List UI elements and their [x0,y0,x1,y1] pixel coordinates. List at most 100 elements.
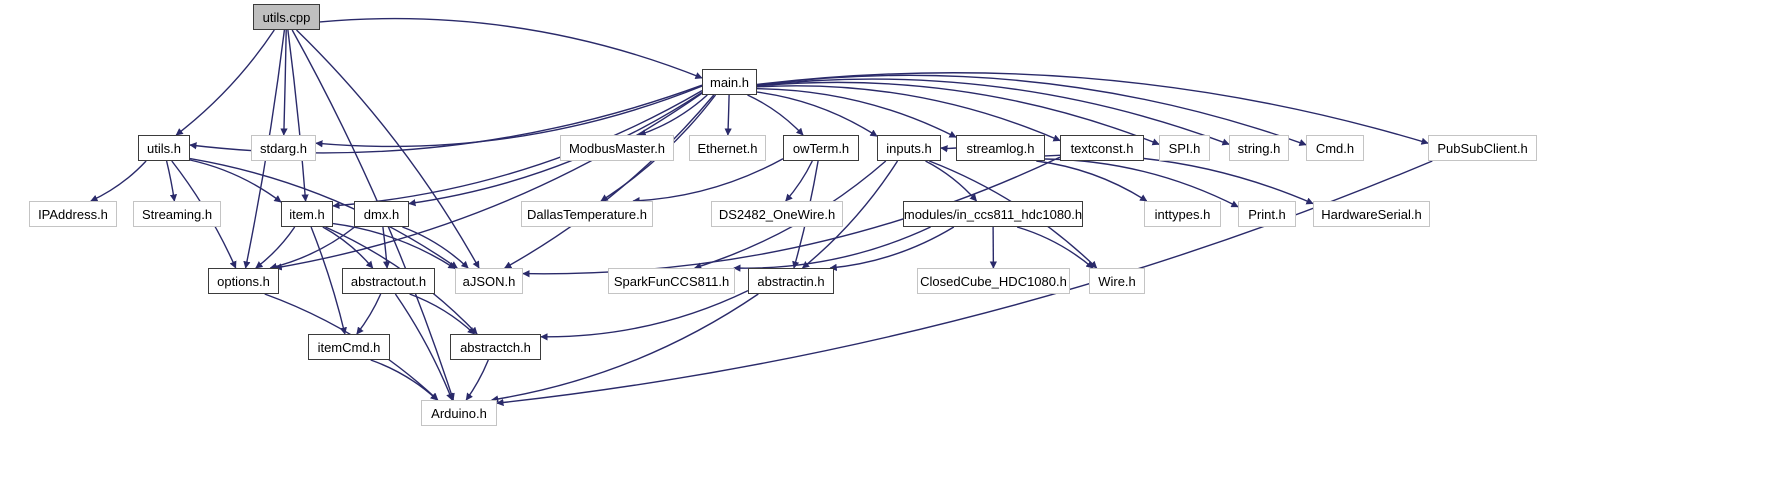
node-label: aJSON.h [462,273,516,289]
edge-utils-cpp-to-stdarg-h [280,29,288,136]
node-ethernet-h[interactable]: Ethernet.h [689,135,766,161]
node-label: SparkFunCCS811.h [613,273,730,289]
edge-itemcmd-h-to-arduino-h [370,359,438,401]
node-label: Arduino.h [431,405,487,421]
node-itemcmd-h[interactable]: itemCmd.h [308,334,390,360]
edge-streamlog-h-to-hardwareserial-h [1044,154,1314,205]
edge-utils-h-to-item-h [189,159,282,203]
node-utils-cpp[interactable]: utils.cpp [253,4,320,30]
node-inttypes-h[interactable]: inttypes.h [1144,201,1221,227]
edge-utils-cpp-to-main-h [319,17,703,79]
edge-utils-cpp-to-item-h [287,29,309,202]
node-label: Ethernet.h [697,140,758,156]
node-arduino-h[interactable]: Arduino.h [421,400,497,426]
node-ipaddress-h[interactable]: IPAddress.h [29,201,117,227]
edge-main-h-to-item-h [332,89,703,210]
node-label: abstractout.h [350,273,427,289]
node-label: HardwareSerial.h [1321,206,1422,222]
edge-modules-in-ccs811-h-to-sparkfunccs811-h [733,226,931,272]
node-main-h[interactable]: main.h [702,69,757,95]
edge-modules-in-ccs811-h-to-wire-h [1016,226,1094,269]
node-label: Cmd.h [1315,140,1355,156]
node-streaming-h[interactable]: Streaming.h [133,201,221,227]
node-label: owTerm.h [792,140,850,156]
edge-modules-in-ccs811-h-to-abstractin-h [829,226,955,271]
node-abstractin-h[interactable]: abstractin.h [748,268,834,294]
edge-main-h-to-ajson-h [504,94,715,269]
node-ds2482-onewire-h[interactable]: DS2482_OneWire.h [711,201,843,227]
node-label: textconst.h [1070,140,1134,156]
node-abstractout-h[interactable]: abstractout.h [342,268,435,294]
node-wire-h[interactable]: Wire.h [1089,268,1145,294]
edge-streamlog-h-to-print-h [1044,158,1239,208]
node-textconst-h[interactable]: textconst.h [1060,135,1144,161]
edge-main-h-to-spi-h [756,81,1160,146]
node-streamlog-h[interactable]: streamlog.h [956,135,1045,161]
edge-utils-h-to-ipaddress-h [90,160,147,202]
node-label: stdarg.h [260,140,307,156]
node-dmx-h[interactable]: dmx.h [354,201,409,227]
node-utils-h[interactable]: utils.h [138,135,190,161]
edge-item-h-to-abstractout-h [322,226,374,269]
edge-main-h-to-owterm-h [747,94,804,136]
node-label: Streaming.h [141,206,213,222]
node-label: abstractin.h [757,273,825,289]
edge-item-h-to-itemcmd-h [310,226,347,335]
node-inputs-h[interactable]: inputs.h [877,135,941,161]
node-stdarg-h[interactable]: stdarg.h [251,135,316,161]
edge-utils-cpp-to-utils-h [175,29,275,136]
edge-abstractch-h-to-arduino-h [465,359,489,401]
edge-abstractin-h-to-abstractch-h [540,289,749,341]
edge-abstractout-h-to-itemcmd-h [356,293,382,335]
edge-main-h-to-dmx-h [408,91,703,207]
node-label: Wire.h [1098,273,1136,289]
node-ajson-h[interactable]: aJSON.h [455,268,523,294]
edge-main-h-to-streamlog-h [756,88,957,138]
node-label: abstractch.h [460,339,531,355]
edge-abstractin-h-to-arduino-h [490,293,759,403]
node-label: itemCmd.h [317,339,381,355]
edge-pubsubclient-h-to-arduino-h [496,160,1433,407]
node-label: streamlog.h [966,140,1035,156]
node-label: inputs.h [886,140,932,156]
node-modbusmaster-h[interactable]: ModbusMaster.h [560,135,674,161]
edge-main-h-to-ethernet-h [724,94,732,136]
edge-abstractout-h-to-abstractch-h [409,293,475,335]
node-sparkfunccs811-h[interactable]: SparkFunCCS811.h [608,268,735,294]
node-label: DallasTemperature.h [527,206,647,222]
edge-abstractout-h-to-arduino-h [394,293,454,401]
node-label: PubSubClient.h [1437,140,1528,156]
node-pubsubclient-h[interactable]: PubSubClient.h [1428,135,1537,161]
node-hardwareserial-h[interactable]: HardwareSerial.h [1313,201,1430,227]
node-modules-in-ccs811-h[interactable]: modules/in_ccs811_hdc1080.h [903,201,1083,227]
node-label: string.h [1237,140,1281,156]
node-label: IPAddress.h [38,206,108,222]
edge-utils-h-to-streaming-h [165,160,178,202]
edge-main-h-to-textconst-h [756,85,1061,142]
node-string-h[interactable]: string.h [1229,135,1289,161]
node-label: utils.h [147,140,181,156]
node-label: item.h [289,206,325,222]
node-print-h[interactable]: Print.h [1238,201,1296,227]
node-abstractch-h[interactable]: abstractch.h [450,334,541,360]
edge-dmx-h-to-abstractout-h [382,226,391,269]
node-label: main.h [709,74,750,90]
edge-streamlog-h-to-inttypes-h [1036,160,1148,202]
node-label: inttypes.h [1154,206,1211,222]
node-label: Print.h [1248,206,1286,222]
node-closedcube-hdc1080-h[interactable]: ClosedCube_HDC1080.h [917,268,1070,294]
node-spi-h[interactable]: SPI.h [1159,135,1210,161]
edge-textconst-h-to-ajson-h [522,156,1061,278]
node-cmd-h[interactable]: Cmd.h [1306,135,1364,161]
edge-dmx-h-to-ajson-h [402,226,469,269]
node-label: ClosedCube_HDC1080.h [920,273,1067,289]
node-item-h[interactable]: item.h [281,201,333,227]
edge-inputs-h-to-abstractin-h [801,160,899,269]
node-owterm-h[interactable]: owTerm.h [783,135,859,161]
edge-dmx-h-to-options-h [269,226,356,270]
node-dallastemperature-h[interactable]: DallasTemperature.h [521,201,653,227]
node-label: dmx.h [363,206,400,222]
edge-item-h-to-options-h [255,226,296,269]
node-options-h[interactable]: options.h [208,268,279,294]
